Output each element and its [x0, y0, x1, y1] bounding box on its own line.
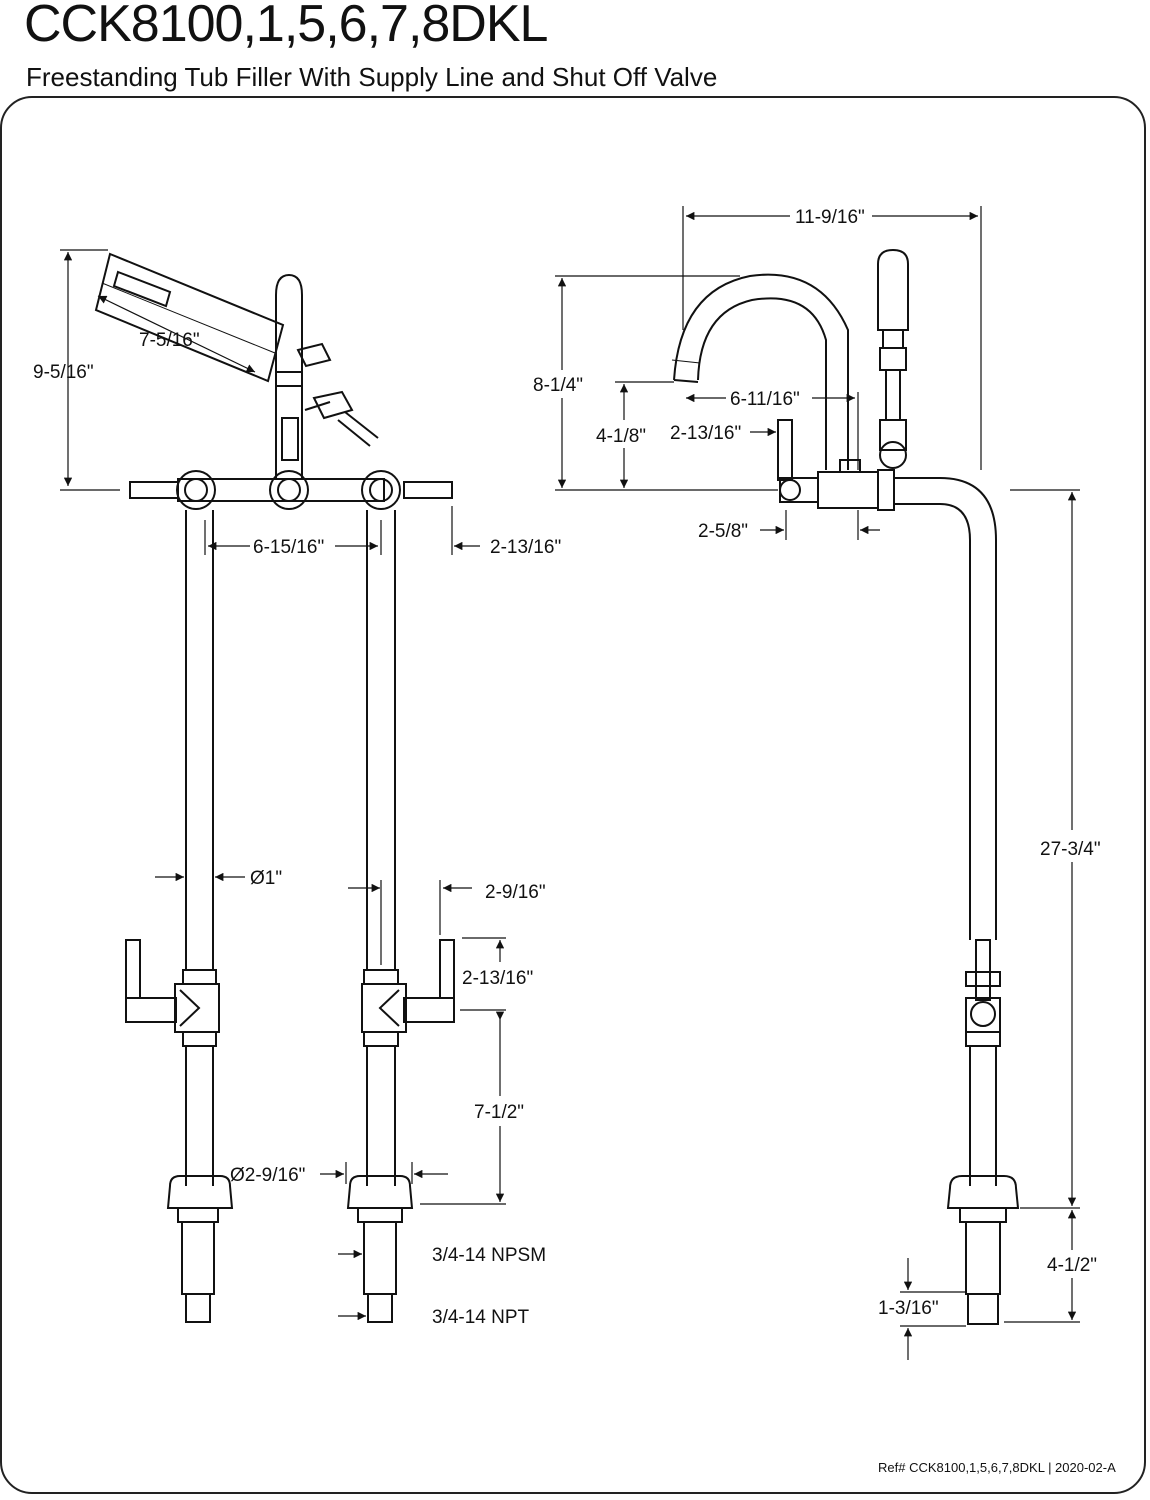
- deck-crossbar: [129, 470, 453, 510]
- dim-handshower-length: 7-5/16": [139, 330, 200, 351]
- front-spout: [275, 273, 303, 480]
- dim-body-depth: 2-5/8": [698, 521, 748, 542]
- dim-handle-width: 2-13/16": [490, 537, 561, 558]
- hand-shower: [94, 252, 285, 383]
- dim-riser-height: 27-3/4": [1040, 839, 1101, 860]
- dim-thread-length: 1-3/16": [878, 1298, 939, 1319]
- left-riser: [125, 510, 234, 1323]
- dim-center-spacing: 6-15/16": [253, 537, 324, 558]
- product-description: Freestanding Tub Filler With Supply Line…: [26, 62, 718, 92]
- model-number-title: CCK8100,1,5,6,7,8DKL: [24, 0, 548, 53]
- thread-upper-label: 3/4-14 NPSM: [432, 1245, 546, 1266]
- dim-spout-height: 8-1/4": [533, 375, 583, 396]
- side-valve-body: [777, 419, 895, 511]
- side-view-dimensions: [555, 206, 1080, 1360]
- dim-outlet-height: 4-1/8": [596, 426, 646, 447]
- hose-connector: [296, 342, 379, 447]
- right-riser: [346, 510, 455, 1323]
- dim-spout-reach: 11-9/16": [795, 207, 865, 228]
- thread-lower-label: 3/4-14 NPT: [432, 1307, 530, 1328]
- side-handshower: [877, 248, 909, 469]
- dim-below-floor: 4-1/2": [1047, 1255, 1097, 1276]
- side-view-drawing: [671, 248, 1020, 1325]
- dim-overall-height: 9-5/16": [33, 362, 94, 383]
- reference-footer: Ref# CCK8100,1,5,6,7,8DKL | 2020-02-A: [878, 1460, 1116, 1475]
- dim-valve-offset: 2-9/16": [485, 882, 546, 903]
- dim-valve-to-floor: 7-1/2": [474, 1102, 524, 1123]
- dim-side-handle-height: 2-13/16": [670, 423, 741, 444]
- dim-pipe-diameter: Ø1": [250, 868, 282, 889]
- drawing-frame: [0, 96, 1146, 1494]
- dim-flange-diameter: Ø2-9/16": [230, 1165, 305, 1186]
- dim-valve-handle-height: 2-13/16": [462, 968, 533, 989]
- front-view-drawing: [94, 252, 455, 1323]
- front-view-dimensions: [60, 249, 506, 1321]
- dim-spout-outlet-reach: 6-11/16": [730, 389, 800, 410]
- side-supply-pipe: [894, 477, 1020, 1325]
- side-spout: [671, 273, 849, 470]
